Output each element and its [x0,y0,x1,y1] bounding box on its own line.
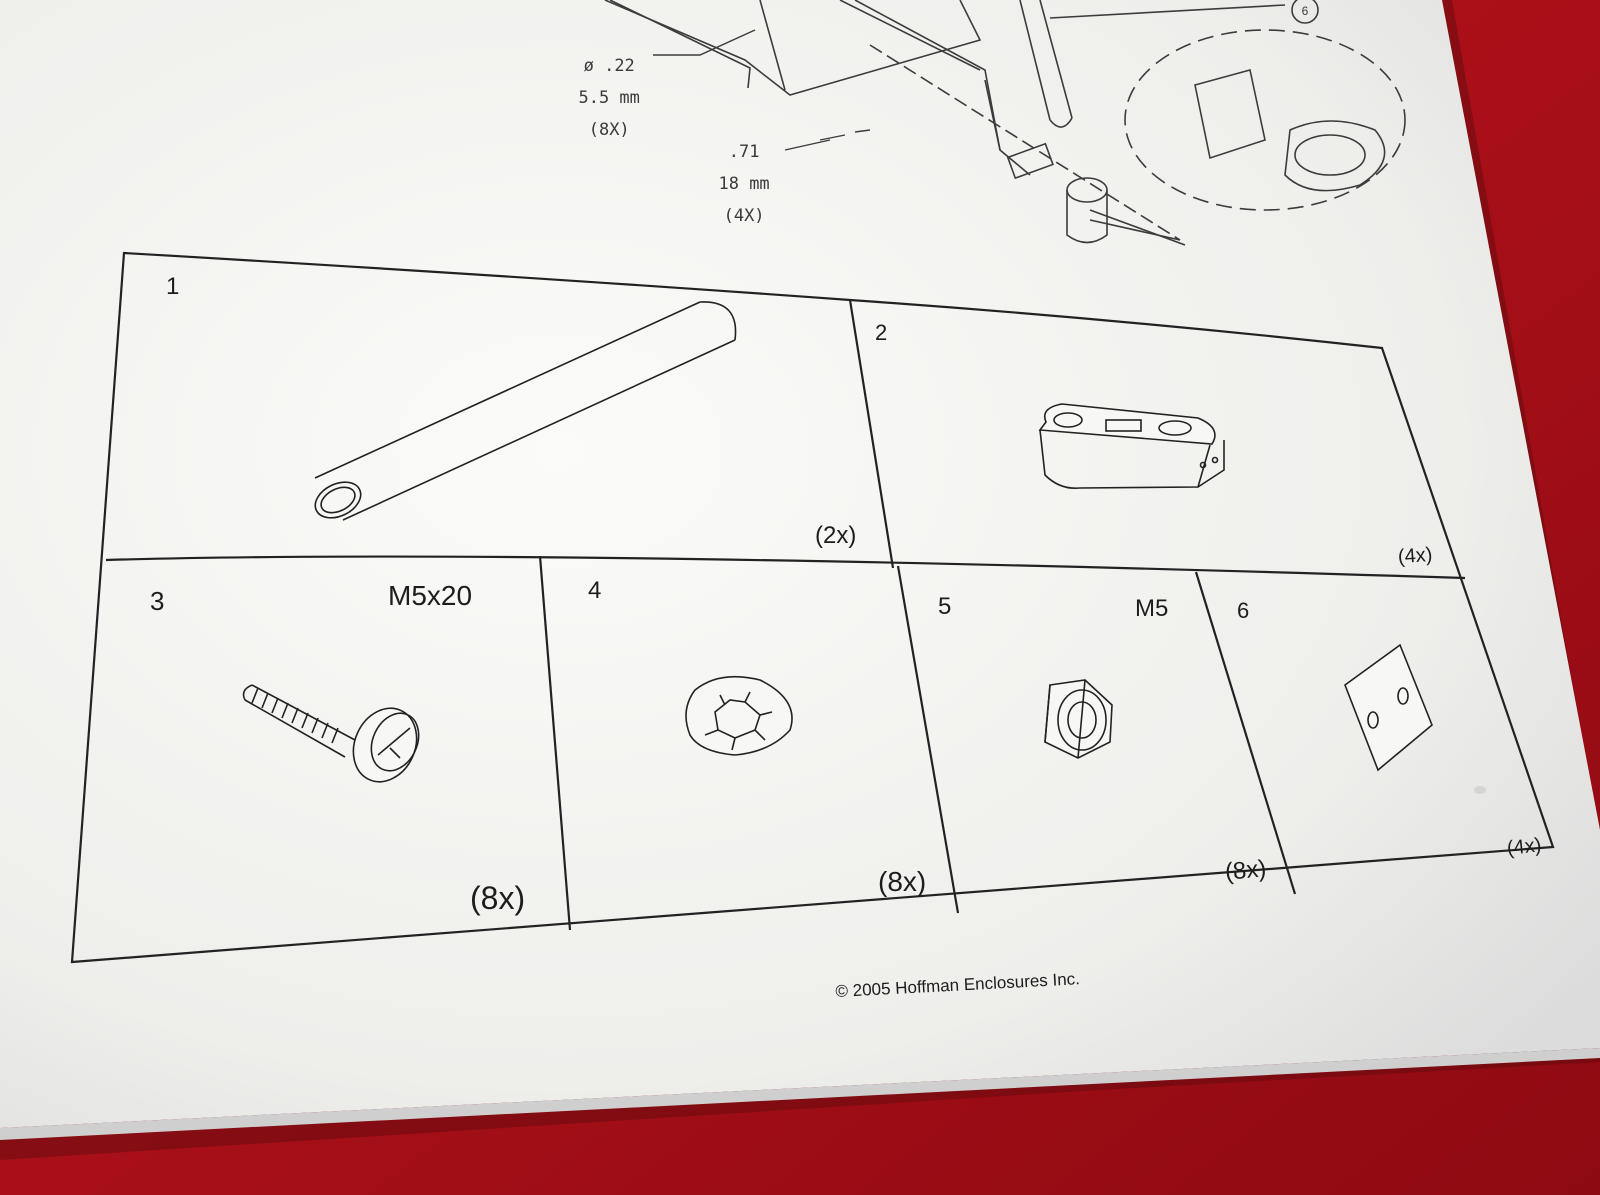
hole-diameter-count: (8X) [588,120,630,140]
screw-icon [242,684,420,783]
part-4-quantity: (8x) [878,866,927,897]
part-5-number: 5 [938,593,952,620]
part-5-quantity: (8x) [1223,855,1268,886]
part-6-quantity: (4x) [1505,834,1543,860]
part-3-number: 3 [150,586,165,616]
parts-table [70,251,1555,964]
part-2-quantity: (4x) [1397,543,1434,569]
assembly-drawing [604,0,1406,246]
width-dimension: .71 18 mm (4X) [698,128,770,226]
hole-diameter-metric: 5.5 mm [578,88,640,108]
table-row-divider [105,555,1466,580]
table-col-divider-3-4 [538,555,572,931]
part-5-spec: M5 [1135,595,1169,622]
hole-diameter-dimension: ø .22 5.5 mm (8X) [558,42,640,140]
assembly-callout: 6 [1302,4,1309,18]
part-2-number: 2 [875,320,888,345]
bracket-block-icon [1038,403,1225,490]
width-metric: 18 mm [718,174,770,194]
paper-sheet [0,0,1600,1128]
width-count: (4X) [723,206,765,226]
part-1-quantity: (2x) [815,522,857,549]
hole-diameter-inch: .22 [604,56,635,76]
part-3-spec: M5x20 [388,580,473,611]
part-1-number: 1 [166,273,180,300]
part-3-quantity: (8x) [470,880,526,916]
table-col-divider-5-6 [1194,571,1297,895]
part-4-number: 4 [588,577,602,604]
table-col-divider-4-5 [896,565,960,914]
lock-washer-icon [685,675,793,756]
dimension-leaders [653,29,871,151]
table-col-divider-1-2 [848,299,895,569]
diameter-symbol: ø [583,56,594,76]
tube-icon [314,301,737,521]
part-6-number: 6 [1237,598,1250,623]
mounting-plate-icon [1344,643,1433,772]
hex-nut-icon [1044,679,1113,759]
paper-edge [0,1048,1600,1140]
paper-crease-shadow [1474,786,1486,794]
width-inch: .71 [728,142,760,162]
